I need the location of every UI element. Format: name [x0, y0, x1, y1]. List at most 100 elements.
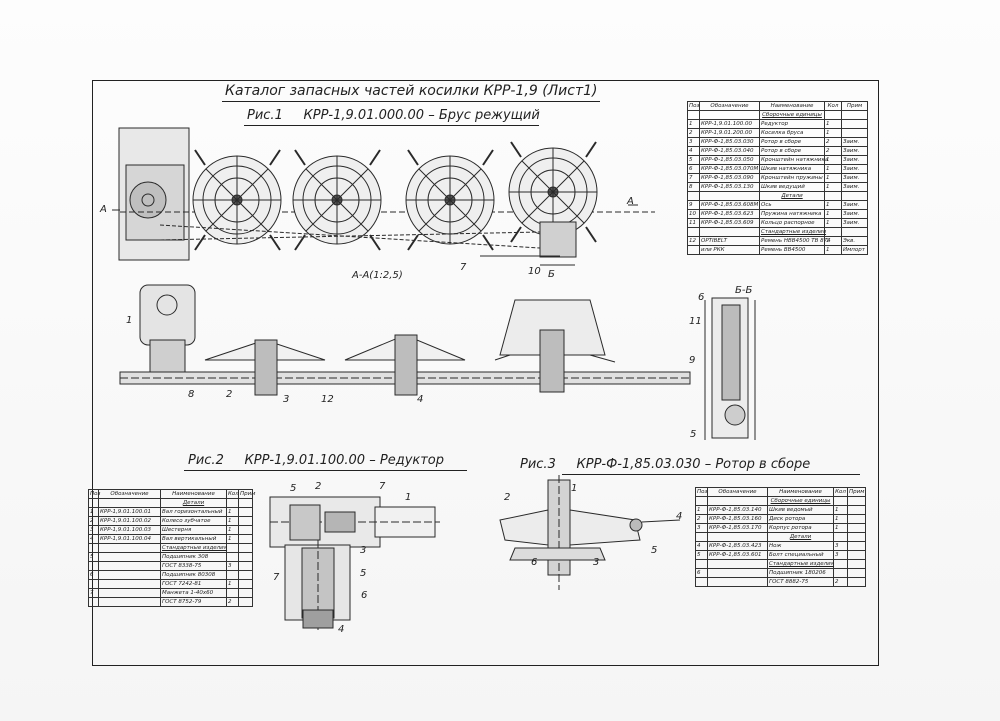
fig1-underline [244, 125, 539, 126]
cell-qty [226, 552, 239, 562]
cell-qty: 1 [824, 128, 842, 138]
cell-name: Редуктор [759, 119, 825, 129]
cell-pos [88, 579, 99, 589]
cell-note [238, 534, 253, 544]
header-note: Прим [238, 489, 256, 499]
cell-qty: 3 [833, 550, 848, 560]
fig3-num: Рис.3 [520, 457, 556, 472]
empty-cell [238, 498, 253, 508]
cell-name: ГОСТ 8882-75 [767, 577, 834, 587]
cell-pos: 12 [687, 236, 700, 246]
cell-pos: 7 [687, 173, 700, 183]
cell-pos: 4 [88, 534, 99, 544]
cell-note: Заим. [841, 155, 868, 165]
rotor-disc-2 [292, 149, 382, 251]
cell-code: OPTIBELT [699, 236, 760, 246]
cell-name: Косилка бруса [759, 128, 825, 138]
cell-code [98, 597, 161, 607]
fig3-callout-6: 6 [531, 557, 538, 568]
table-header-row: Поз Обозначение Наименование Кол Прим [88, 489, 256, 499]
callout-11: 11 [689, 316, 702, 327]
rotor-disc-4 [508, 141, 598, 243]
header-name: Наименование [767, 487, 834, 497]
cell-pos: 1 [695, 505, 708, 515]
section-row: Детали [695, 532, 866, 542]
fig3-callout-1: 1 [571, 483, 578, 494]
cell-pos: 1 [687, 119, 700, 129]
fig3-underline [562, 474, 860, 475]
header-pos: Поз [695, 487, 708, 497]
cell-pos: 1 [88, 507, 99, 517]
parts-table-fig2: Поз Обозначение Наименование Кол Прим Де… [88, 489, 256, 607]
cell-pos: 9 [687, 200, 700, 210]
empty-cell [833, 496, 848, 506]
callout-8: 8 [188, 389, 195, 400]
cell-note [238, 597, 253, 607]
empty-cell [833, 532, 848, 542]
header-code: Обозначение [707, 487, 768, 497]
cell-code [98, 552, 161, 562]
cell-code: КРР-Ф-1,85.03.609 [699, 218, 760, 228]
section-title: Стандартные изделия [767, 559, 835, 569]
empty-cell [98, 543, 161, 553]
fig2-callout-1: 1 [405, 492, 412, 503]
cell-name: Ротор в сборе [759, 137, 825, 147]
cell-pos: 6 [687, 164, 700, 174]
fig2-callout-7: 7 [379, 481, 386, 492]
empty-cell [824, 227, 842, 237]
cell-pos: 11 [687, 218, 700, 228]
cell-qty: 1 [824, 200, 842, 210]
cell-note [238, 570, 253, 580]
cell-qty: 1 [226, 579, 239, 589]
cell-note [841, 128, 868, 138]
callout-1: 1 [126, 315, 133, 326]
cell-note: Заим. [841, 164, 868, 174]
cell-qty: 1 [824, 119, 842, 129]
cell-pos: 3 [695, 523, 708, 533]
table-header-row: Поз Обозначение Наименование Кол Прим [695, 487, 866, 497]
empty-cell [687, 110, 700, 120]
cell-note [847, 505, 866, 515]
cell-note [841, 119, 868, 129]
cell-code: КРР-Ф-1,85.03.160 [707, 514, 768, 524]
fig1-name: – Брус режущий [428, 108, 540, 123]
cell-code: КРР-1,9.01.100.04 [98, 534, 161, 544]
fig3-callout-5: 5 [651, 545, 658, 556]
parts-table-fig1: Поз Обозначение Наименование Кол Прим Сб… [687, 101, 868, 255]
cell-pos: 6 [88, 570, 99, 580]
cell-note [847, 577, 866, 587]
cell-note [847, 523, 866, 533]
cell-qty: 3 [833, 541, 848, 551]
fig3-title: Рис.3 КРР-Ф-1,85.03.030 – Ротор в сборе [520, 457, 810, 472]
fig3-callout-4: 4 [676, 511, 683, 522]
empty-cell [695, 559, 708, 569]
empty-cell [847, 559, 866, 569]
section-title: Стандартные изделия [759, 227, 827, 237]
empty-cell [824, 110, 842, 120]
cell-code: КРР-Ф-1,85.03.040 [699, 146, 760, 156]
empty-cell [847, 496, 866, 506]
cell-name: Подшипник 80308 [160, 570, 227, 580]
cell-code [98, 561, 161, 571]
empty-cell [238, 543, 253, 553]
fig2-underline [184, 470, 467, 471]
rotor-disc-1 [192, 149, 282, 251]
cell-code [707, 568, 768, 578]
cell-note [238, 525, 253, 535]
cell-note: Заим. [841, 137, 868, 147]
rotor-disc-3 [405, 149, 495, 251]
fig2-callout-6: 6 [361, 590, 368, 601]
cell-code: КРР-1,9.01.100.03 [98, 525, 161, 535]
fig1-num: Рис.1 [247, 108, 283, 123]
